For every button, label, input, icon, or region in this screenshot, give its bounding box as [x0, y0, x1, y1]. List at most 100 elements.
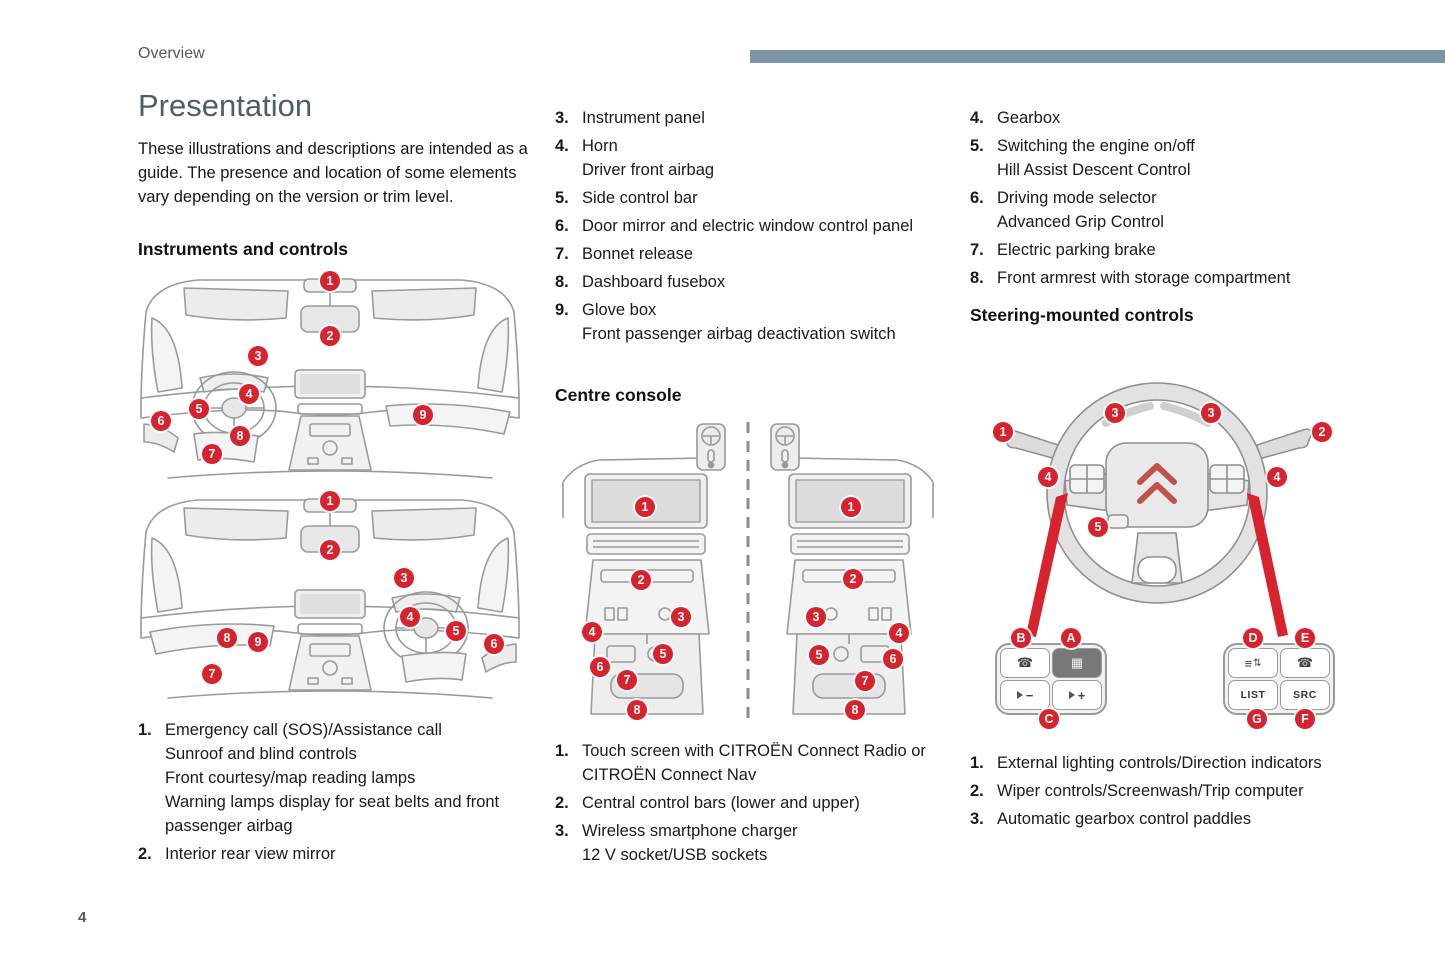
callout-badge-6: 6 — [883, 649, 903, 669]
audio-control-pod-right: ≡⇅ ☎ LIST SRC — [1223, 643, 1335, 715]
callout-badge-3: 3 — [806, 607, 826, 627]
item-number: 8. — [970, 269, 984, 287]
callout-badge-7: 7 — [855, 671, 875, 691]
list-item: 8. Dashboard fusebox — [555, 270, 945, 294]
list-item: 3. Automatic gearbox control paddles — [970, 807, 1345, 831]
callout-badge-4: 4 — [1267, 467, 1287, 487]
item-line: Wiper controls/Screenwash/Trip computer — [997, 782, 1304, 800]
callout-badge-2: 2 — [1312, 422, 1332, 442]
page-title: Presentation — [138, 88, 313, 123]
console-list-part-2: 4. Gearbox 5. Switching the engine on/of… — [970, 106, 1345, 294]
dashboard-drawing-mirrored — [140, 498, 520, 699]
list-item: 5. Side control bar — [555, 186, 945, 210]
item-number: 3. — [970, 810, 984, 828]
trip-computer-button: ▦ — [1052, 648, 1102, 678]
steering-list: 1. External lighting controls/Direction … — [970, 751, 1345, 835]
item-number: 1. — [970, 754, 984, 772]
dashboard-drawing — [140, 278, 520, 479]
item-number: 9. — [555, 301, 569, 319]
list-item: 9. Glove box Front passenger airbag deac… — [555, 298, 945, 346]
callout-badge-6: 6 — [484, 634, 504, 654]
callout-badge-A: A — [1061, 628, 1081, 648]
item-line: Front armrest with storage compartment — [997, 269, 1291, 287]
callout-badge-3: 3 — [1201, 403, 1221, 423]
list-item: 6. Driving mode selector Advanced Grip C… — [970, 186, 1345, 234]
volume-down-button: − — [1000, 680, 1050, 710]
list-item: 4. Horn Driver front airbag — [555, 134, 945, 182]
callout-badge-8: 8 — [845, 700, 865, 720]
item-line: Glove box — [582, 301, 657, 319]
src-button: SRC — [1280, 680, 1330, 710]
callout-badge-G: G — [1247, 709, 1267, 729]
item-line: Front courtesy/map reading lamps — [165, 769, 416, 787]
callout-badge-2: 2 — [320, 540, 340, 560]
section-heading-instruments: Instruments and controls — [138, 239, 349, 259]
callout-badge-1: 1 — [993, 422, 1013, 442]
callout-badge-1: 1 — [320, 271, 340, 291]
callout-badge-4: 4 — [400, 607, 420, 627]
item-number: 7. — [555, 245, 569, 263]
callout-badge-5: 5 — [809, 645, 829, 665]
list-item: 5. Switching the engine on/off Hill Assi… — [970, 134, 1345, 182]
citroen-logo — [1137, 463, 1177, 504]
steering-wheel-drawing — [1003, 382, 1312, 637]
pointer-line-left — [1026, 493, 1068, 637]
header-bar — [750, 50, 1445, 63]
item-line: Interior rear view mirror — [165, 845, 336, 863]
callout-badge-3: 3 — [671, 607, 691, 627]
item-line: Door mirror and electric window control … — [582, 217, 914, 235]
pointer-line-right — [1247, 493, 1288, 637]
item-line: Sunroof and blind controls — [165, 745, 357, 763]
item-line: Touch screen with CITROËN Connect Radio … — [582, 742, 926, 784]
item-line: Driving mode selector — [997, 189, 1157, 207]
item-number: 2. — [555, 794, 569, 812]
item-line: 12 V socket/USB sockets — [582, 846, 768, 864]
list-item: 7. Electric parking brake — [970, 238, 1345, 262]
callout-badge-E: E — [1295, 628, 1315, 648]
callout-badge-1: 1 — [635, 497, 655, 517]
callout-badge-8: 8 — [627, 700, 647, 720]
callout-badge-6: 6 — [151, 411, 171, 431]
callout-badge-5: 5 — [653, 644, 673, 664]
item-line: Driver front airbag — [582, 161, 715, 179]
item-number: 7. — [970, 241, 984, 259]
item-line: External lighting controls/Direction ind… — [997, 754, 1322, 772]
list-item: 1. Touch screen with CITROËN Connect Rad… — [555, 739, 945, 787]
item-line: Automatic gearbox control paddles — [997, 810, 1252, 828]
item-line: Side control bar — [582, 189, 698, 207]
callout-badge-B: B — [1011, 628, 1031, 648]
callout-badge-5: 5 — [1088, 517, 1108, 537]
item-number: 2. — [970, 782, 984, 800]
item-line: Warning lamps display for seat belts and… — [165, 793, 500, 835]
item-line: Advanced Grip Control — [997, 213, 1164, 231]
list-item: 2. Central control bars (lower and upper… — [555, 791, 945, 815]
phone-button: ☎ — [1280, 648, 1330, 678]
callout-badge-7: 7 — [202, 664, 222, 684]
callout-badge-9: 9 — [248, 632, 268, 652]
page-number: 4 — [78, 909, 87, 926]
list-item: 2. Interior rear view mirror — [138, 842, 530, 866]
callout-badge-2: 2 — [320, 326, 340, 346]
item-line: Switching the engine on/off — [997, 137, 1195, 155]
callout-badge-7: 7 — [202, 444, 222, 464]
speaker-icon — [1016, 691, 1023, 699]
list-item: 4. Gearbox — [970, 106, 1345, 130]
list-item: 2. Wiper controls/Screenwash/Trip comput… — [970, 779, 1345, 803]
item-line: Wireless smartphone charger — [582, 822, 798, 840]
callout-badge-8: 8 — [230, 426, 250, 446]
callout-badge-8: 8 — [217, 628, 237, 648]
callout-badge-3: 3 — [1105, 403, 1125, 423]
speaker-icon — [1068, 691, 1075, 699]
callout-badge-5: 5 — [189, 399, 209, 419]
console-list-part-1: 1. Touch screen with CITROËN Connect Rad… — [555, 739, 945, 871]
callout-badge-1: 1 — [841, 497, 861, 517]
callout-badge-4: 4 — [1038, 467, 1058, 487]
list-item: 8. Front armrest with storage compartmen… — [970, 266, 1345, 290]
phone-mute-button: ☎ — [1000, 648, 1050, 678]
item-number: 6. — [970, 189, 984, 207]
centre-console-drawing — [562, 422, 934, 720]
instruments-list-part-2: 3. Instrument panel 4. Horn Driver front… — [555, 106, 945, 350]
